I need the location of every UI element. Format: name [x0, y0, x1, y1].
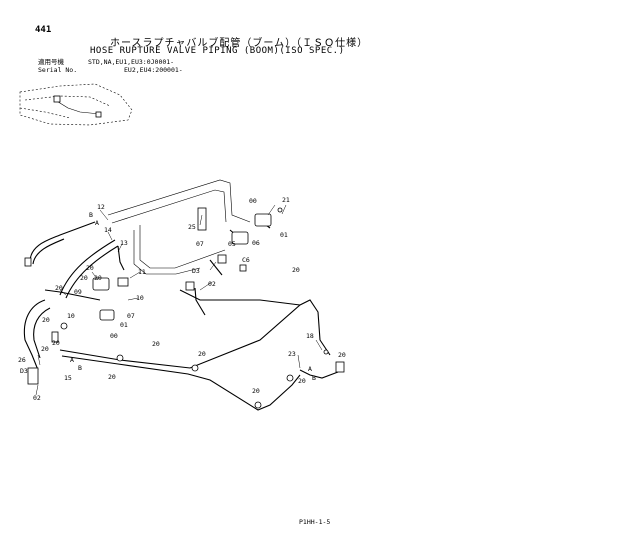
callout: D3: [20, 367, 28, 375]
callout: 20: [41, 345, 49, 353]
hose-lines: [23, 217, 339, 411]
callout: 13: [120, 239, 128, 247]
callout: 07: [127, 312, 135, 320]
title-japanese: ホースラプチャバルブ配管（ブーム）（ＩＳＯ仕様）: [110, 38, 369, 49]
callout: 12: [97, 203, 105, 211]
components: [24, 207, 345, 409]
callout: 21: [282, 196, 290, 204]
callout: 20: [108, 373, 116, 381]
footer-code: P1HH-1-5: [299, 518, 331, 526]
callout: 20: [94, 274, 102, 282]
callout: 11: [138, 268, 146, 276]
title-english: HOSE RUPTURE VALVE PIPING (BOOM)(ISO SPE…: [90, 46, 345, 56]
serial-label-en: Serial No.: [38, 66, 78, 74]
callout-labels: 12 B A 14 13 20 11 20 20 10 20 09 07 01 …: [18, 196, 346, 402]
callout: 20: [42, 316, 50, 324]
machine-thumbnail: [19, 83, 133, 126]
boom-outline: [107, 179, 251, 275]
callout: 10: [136, 294, 144, 302]
callout: 20: [338, 351, 346, 359]
callout: 09: [74, 288, 82, 296]
callout: 02: [208, 280, 216, 288]
callout: 00: [249, 197, 257, 205]
callout: 20: [152, 340, 160, 348]
callout: 20: [80, 274, 88, 282]
leader-lines: [35, 204, 323, 396]
callout: 20: [55, 284, 63, 292]
callout: 15: [64, 374, 72, 382]
callout: 20: [298, 377, 306, 385]
callout: 26: [18, 356, 26, 364]
callout: B: [89, 211, 93, 219]
callout: 20: [198, 350, 206, 358]
page-number: 441: [35, 25, 52, 35]
callout: D3: [192, 267, 200, 275]
callout: 00: [110, 332, 118, 340]
callout: 20: [52, 339, 60, 347]
callout: 06: [252, 239, 260, 247]
serial-value-1: STD,NA,EU1,EU3:0J0001-: [88, 58, 175, 66]
callout: 01: [120, 321, 128, 329]
callout: 14: [104, 226, 112, 234]
callout: 10: [67, 312, 75, 320]
callout: 02: [33, 394, 41, 402]
callout: 05: [228, 240, 236, 248]
callout: 01: [280, 231, 288, 239]
callout: A: [70, 356, 74, 364]
callout: A: [308, 365, 312, 373]
callout: 20: [252, 387, 260, 395]
callout: A: [95, 219, 99, 227]
callout: 25: [188, 223, 196, 231]
callout: 18: [306, 332, 314, 340]
callout: 07: [196, 240, 204, 248]
serial-value-2: EU2,EU4:200001-: [124, 66, 183, 74]
serial-block: 適用号機 STD,NA,EU1,EU3:0J0001- Serial No. EU2…: [38, 58, 183, 74]
callout: 20: [86, 264, 94, 272]
serial-label-jp: 適用号機: [38, 58, 64, 66]
callout: C6: [242, 256, 250, 264]
callout: 20: [292, 266, 300, 274]
callout: 23: [288, 350, 296, 358]
callout: B: [78, 364, 82, 372]
callout: B: [312, 374, 316, 382]
